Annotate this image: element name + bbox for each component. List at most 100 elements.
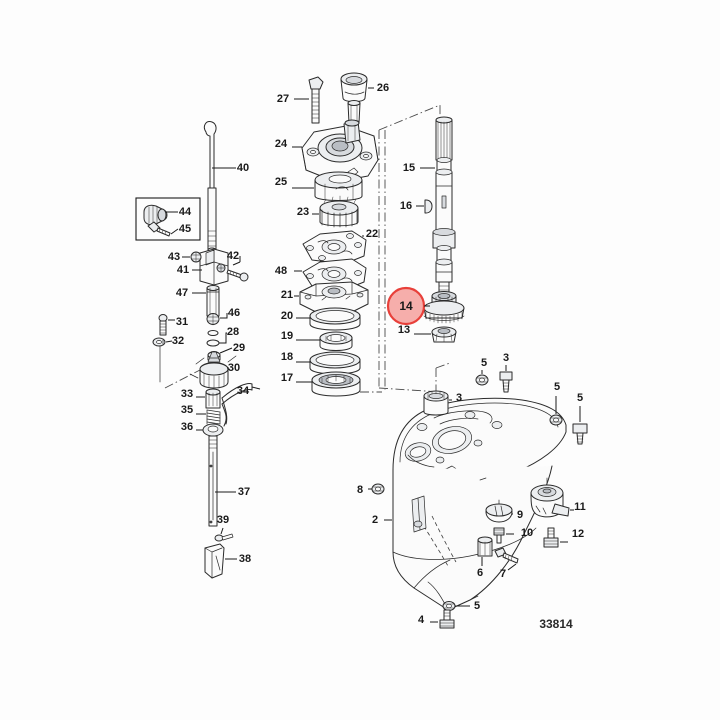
callout-28: 28 <box>219 326 239 344</box>
callout-20: 20 <box>281 310 310 322</box>
callout-44: 44 <box>166 206 192 218</box>
callout-label-34: 34 <box>237 385 250 397</box>
callout-label-25: 25 <box>275 176 287 188</box>
callout-label-20: 20 <box>281 310 293 322</box>
callout-label-5a: 5 <box>481 357 487 369</box>
callout-label-21: 21 <box>281 289 293 301</box>
callout-label-4: 5 <box>577 392 583 404</box>
callout-43: 43 <box>168 251 190 263</box>
part-pin-39 <box>214 533 234 542</box>
callout-7: 7 <box>500 563 517 580</box>
callout-label-3: 4 <box>418 614 425 626</box>
callout-label-13: 13 <box>398 324 410 336</box>
callout-label-41: 41 <box>177 264 189 276</box>
callout-33: 33 <box>181 388 205 400</box>
part-insert-cup <box>314 171 363 201</box>
callout-13: 13 <box>398 324 431 336</box>
callout-label-1: 2 <box>372 514 378 526</box>
part-water-inlet-cover <box>485 499 513 523</box>
callout-5b: 5 <box>554 381 560 414</box>
callout-21: 21 <box>281 289 299 301</box>
callout-label-9: 9 <box>517 509 523 521</box>
part-bushing-36 <box>202 423 224 437</box>
part-face-plate <box>302 230 367 265</box>
callout-24: 24 <box>275 138 302 150</box>
part-washer-5b <box>549 414 563 426</box>
callout-8: 8 <box>357 484 372 496</box>
part-bolt-27 <box>308 76 324 124</box>
part-pump-base <box>299 281 369 313</box>
callout-label-23: 23 <box>297 206 309 218</box>
callout-29: 29 <box>219 342 245 354</box>
callout-4: 5 <box>577 392 583 422</box>
part-anode-bolt <box>494 547 519 564</box>
callout-label-15: 15 <box>403 162 415 174</box>
callout-45: 45 <box>170 223 191 235</box>
callout-label-38: 38 <box>239 553 251 565</box>
part-spring-35 <box>206 409 221 425</box>
callout-label-35: 35 <box>181 404 193 416</box>
inset-box-44-45 <box>135 197 201 241</box>
callout-label-10: 10 <box>521 527 533 539</box>
callout-label-30: 30 <box>228 362 240 374</box>
part-shift-block <box>199 248 229 286</box>
callout-label-5c: 5 <box>474 600 480 612</box>
callout-label-33: 33 <box>181 388 193 400</box>
callout-37: 37 <box>215 486 250 498</box>
callout-48: 48 <box>275 265 302 277</box>
callout-47: 47 <box>176 287 206 299</box>
callout-label-37: 37 <box>238 486 250 498</box>
part-clamp <box>143 204 168 226</box>
callout-12: 12 <box>560 528 584 543</box>
part-screw-10 <box>493 527 505 544</box>
callout-label-16: 16 <box>400 200 412 212</box>
callout-10: 10 <box>506 527 533 539</box>
callout-41: 41 <box>177 264 202 276</box>
callout-22: 22 <box>362 228 378 240</box>
callout-18: 18 <box>281 351 310 363</box>
part-screw-45 <box>147 221 171 237</box>
callout-16: 16 <box>400 200 424 212</box>
callout-label-12: 12 <box>572 528 584 540</box>
callout-40: 40 <box>212 162 249 174</box>
part-screw-3-top <box>499 371 513 393</box>
callout-label-42: 42 <box>227 250 239 262</box>
part-o-ring-18 <box>309 351 361 375</box>
callout-label-3-top: 3 <box>503 352 509 364</box>
callout-label-7: 7 <box>500 568 506 580</box>
part-nut-46 <box>206 313 220 326</box>
part-tube-under-grommet <box>347 100 361 124</box>
callout-30: 30 <box>227 362 240 374</box>
part-shift-cam <box>189 351 237 389</box>
callout-42: 42 <box>227 250 241 266</box>
part-water-pickup <box>530 477 570 518</box>
part-shift-rod-37 <box>208 435 218 527</box>
callout-label-28: 28 <box>227 326 239 338</box>
callout-label-31: 31 <box>176 316 188 328</box>
callout-label-8: 8 <box>357 484 363 496</box>
callout-25: 25 <box>275 176 314 189</box>
callout-17: 17 <box>281 372 312 384</box>
callout-15: 15 <box>403 162 435 174</box>
callout-label-24: 24 <box>275 138 288 150</box>
drawing-number: 33814 <box>539 617 573 631</box>
part-bearing-19 <box>319 331 353 351</box>
part-seal-ring-20 <box>309 307 361 331</box>
callout-label-22: 22 <box>366 228 378 240</box>
callout-23: 23 <box>297 206 319 218</box>
part-bearing-17 <box>311 371 361 397</box>
callout-38: 38 <box>225 553 251 565</box>
part-screw-3-bottom <box>439 609 455 629</box>
callout-label-40: 40 <box>237 162 249 174</box>
callout-26: 26 <box>368 82 389 94</box>
highlight-marker-14[interactable]: 14 <box>386 286 430 326</box>
part-pump-body <box>301 119 379 183</box>
part-anode-trim-tab <box>477 536 493 557</box>
callout-label-18: 18 <box>281 351 293 363</box>
part-washer-5c <box>442 601 456 611</box>
part-screw-31 <box>158 314 168 336</box>
part-washer-5a <box>475 374 489 386</box>
callout-label-27: 27 <box>277 93 289 105</box>
callout-39: 39 <box>217 514 229 535</box>
